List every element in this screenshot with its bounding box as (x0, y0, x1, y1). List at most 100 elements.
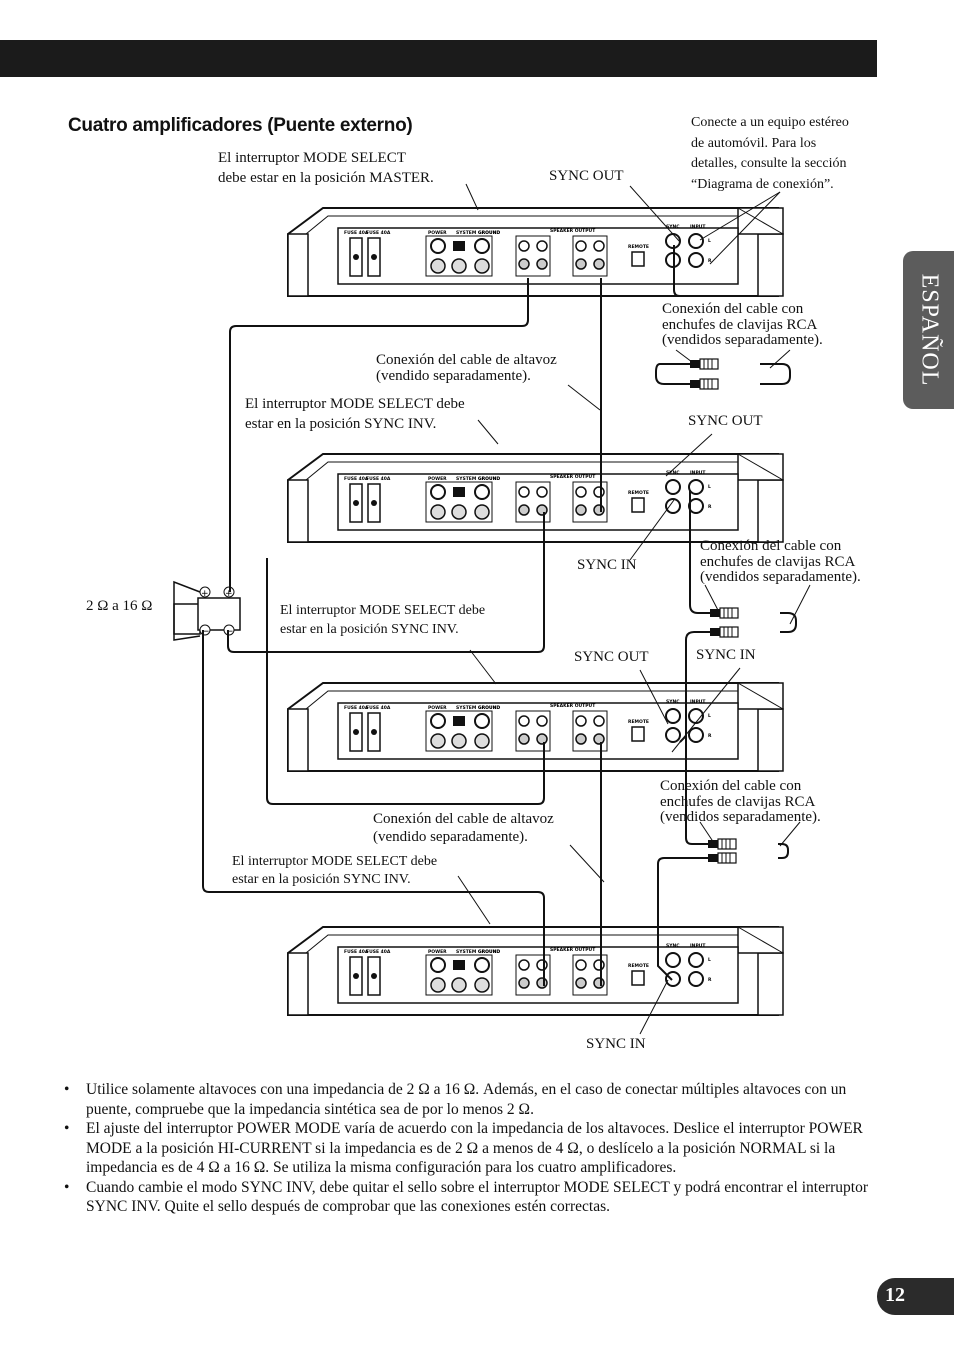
amp-panel-label-ch-l: L (708, 713, 711, 719)
amp-panel-label-ch-r: R (708, 258, 712, 264)
amp-panel-label-speaker-output: SPEAKER OUTPUT (550, 947, 596, 953)
amp-panel-label-sync: SYNC (666, 699, 680, 705)
speaker-cable-line: Conexión del cable de altavoz (376, 352, 557, 368)
sync-out-label-2: SYNC OUT (688, 413, 763, 429)
sync-inv-label-2: El interruptor MODE SELECT debe estar en… (280, 601, 485, 639)
amp-panel-label-system-ground: SYSTEM GROUND (456, 949, 500, 955)
rca-line: enchufes de clavijas RCA (660, 793, 816, 810)
rca-line: enchufes de clavijas RCA (700, 553, 856, 570)
sync-in-label-3: SYNC IN (696, 647, 756, 663)
svg-text:+: + (201, 589, 209, 599)
sync-in-label-4: SYNC IN (586, 1036, 646, 1052)
stereo-note-line: detalles, consulte la sección (691, 156, 847, 171)
amp-panel-label-ground: GROUND (478, 230, 500, 236)
sync-in-label-2: SYNC IN (577, 557, 637, 573)
sync-inv-line: estar en la posición SYNC INV. (232, 872, 411, 887)
impedance-label: 2 Ω a 16 Ω (86, 598, 153, 614)
amp-panel-label-remote: REMOTE (628, 490, 649, 496)
amp-panel-label-fuse-2: FUSE 40A (366, 230, 391, 236)
amp-panel-label-ch-r: R (708, 733, 712, 739)
rca-cable-label-1: Conexión del cable con enchufes de clavi… (662, 301, 823, 349)
rca-cable-label-2: Conexión del cable con enchufes de clavi… (700, 538, 861, 586)
amp-panel-label-remote: REMOTE (628, 244, 649, 250)
amp-panel-label-sync: SYNC (666, 224, 680, 230)
rca-line: (vendidos separadamente). (660, 809, 821, 825)
language-tab: ESPAÑOL (903, 251, 954, 409)
sync-out-label-1: SYNC OUT (549, 168, 624, 184)
speaker-icon: + + − − (173, 580, 241, 641)
amp-panel-label-ch-l: L (708, 238, 711, 244)
speaker-cable-line: (vendido separadamente). (373, 829, 528, 845)
speaker-cable-label-1: Conexión del cable de altavoz (vendido s… (376, 352, 557, 384)
rca-line: Conexión del cable con (662, 301, 804, 317)
header-bar (0, 40, 877, 77)
speaker-cable-line: Conexión del cable de altavoz (373, 811, 554, 827)
amp-panel-label-fuse-1: FUSE 40A (344, 230, 369, 236)
amp-panel-label-sync: SYNC (666, 470, 680, 476)
rca-cable-label-3: Conexión del cable con enchufes de clavi… (660, 778, 821, 826)
stereo-note-line: “Diagrama de conexión”. (691, 176, 834, 192)
master-switch-line: debe estar en la posición MASTER. (218, 170, 434, 186)
svg-text:−: − (202, 627, 210, 637)
rca-line: Conexión del cable con (700, 538, 842, 554)
stereo-note-line: Conecte a un equipo estéreo (691, 115, 849, 130)
rca-line: (vendidos separadamente). (700, 569, 861, 585)
speaker-wires (202, 278, 602, 986)
speaker-cable-line: (vendido separadamente). (376, 368, 531, 384)
speaker-cable-label-2: Conexión del cable de altavoz (vendido s… (373, 810, 554, 846)
amp-panel-label-power: POWER (428, 705, 447, 711)
amp-panel-label-remote: REMOTE (628, 963, 649, 969)
amp-panel-label-ch-l: L (708, 484, 711, 490)
amp-panel-label-power: POWER (428, 476, 447, 482)
amp-panel-label-input: INPUT (690, 943, 706, 949)
rca-cables (655, 245, 797, 981)
amp-panel-label-input: INPUT (690, 470, 706, 476)
page-number-badge: 12 (877, 1278, 954, 1315)
amp-panel-label-ground: GROUND (478, 949, 500, 955)
amp-panel-label-system-ground: SYSTEM GROUND (456, 476, 500, 482)
note-item: Cuando cambie el modo SYNC INV, debe qui… (64, 1178, 884, 1217)
notes-list: Utilice solamente altavoces con una impe… (64, 1080, 884, 1217)
rca-line: enchufes de clavijas RCA (662, 316, 818, 333)
amplifier-4 (287, 926, 784, 1016)
amp-panel-label-fuse-2: FUSE 40A (366, 476, 391, 482)
sync-inv-label-3: El interruptor MODE SELECT debe estar en… (232, 853, 437, 889)
amplifier-1-master (287, 207, 784, 297)
amp-panel-label-ch-r: R (708, 977, 712, 983)
amp-panel-label-power: POWER (428, 949, 447, 955)
svg-text:−: − (226, 627, 234, 637)
amp-panel-label-fuse-2: FUSE 40A (366, 949, 391, 955)
svg-text:+: + (225, 589, 233, 599)
amp-panel-label-remote: REMOTE (628, 719, 649, 725)
amp-panel-label-fuse-2: FUSE 40A (366, 705, 391, 711)
section-title: Cuatro amplificadores (Puente externo) (68, 115, 413, 136)
amp-panel-label-fuse-1: FUSE 40A (344, 705, 369, 711)
master-switch-line: El interruptor MODE SELECT (218, 150, 406, 166)
amp-panel-label-fuse-1: FUSE 40A (344, 476, 369, 482)
note-item: El ajuste del interruptor POWER MODE var… (64, 1119, 884, 1178)
sync-inv-line: estar en la posición SYNC INV. (280, 622, 459, 637)
amp-panel-label-speaker-output: SPEAKER OUTPUT (550, 474, 596, 480)
amplifier-2 (287, 453, 784, 543)
amp-panel-label-speaker-output: SPEAKER OUTPUT (550, 703, 596, 709)
page-number: 12 (885, 1284, 905, 1306)
amp-panel-label-ch-l: L (708, 957, 711, 963)
sync-inv-line: El interruptor MODE SELECT debe (232, 854, 438, 869)
sync-inv-line: El interruptor MODE SELECT debe (280, 603, 486, 618)
amp-panel-label-ch-r: R (708, 504, 712, 510)
sync-inv-label-1: El interruptor MODE SELECT debe estar en… (245, 394, 465, 434)
amplifier-3 (287, 682, 784, 772)
leader-lines (457, 183, 811, 1035)
amp-panel-label-input: INPUT (690, 224, 706, 230)
stereo-note-line: de automóvil. Para los (691, 135, 817, 151)
note-item: Utilice solamente altavoces con una impe… (64, 1080, 884, 1119)
amp-panel-label-power: POWER (428, 230, 447, 236)
stereo-note-label: Conecte a un equipo estéreo de automóvil… (691, 113, 849, 195)
amp-panel-label-system-ground: SYSTEM GROUND (456, 230, 500, 236)
amp-panel-label-input: INPUT (690, 699, 706, 705)
amp-panel-label-system-ground: SYSTEM GROUND (456, 705, 500, 711)
sync-inv-line: El interruptor MODE SELECT debe (245, 396, 465, 412)
rca-line: (vendidos separadamente). (662, 332, 823, 348)
sync-inv-line: estar en la posición SYNC INV. (245, 416, 437, 432)
amp-panel-label-ground: GROUND (478, 476, 500, 482)
